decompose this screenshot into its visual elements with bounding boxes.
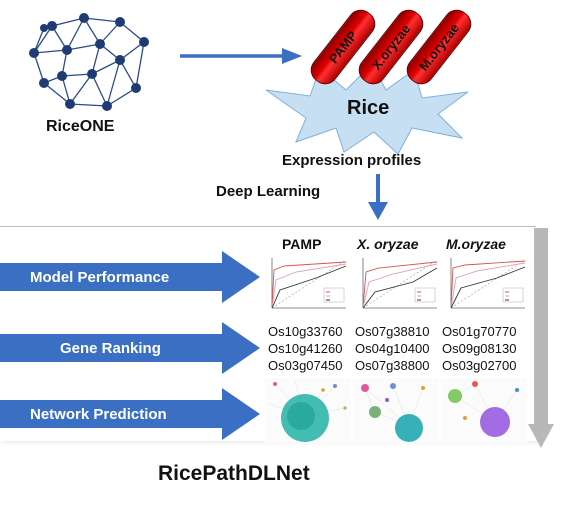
- network-prediction-label: Network Prediction: [30, 406, 167, 423]
- gene-item: Os10g41260: [268, 341, 343, 356]
- gene-list-pamp: Os10g33760 Os10g41260 Os03g07450: [268, 323, 342, 374]
- rice-label: Rice: [347, 97, 390, 119]
- network-image-moryzae: [441, 378, 527, 444]
- network-prediction-arrow: [0, 388, 260, 440]
- roc-plot-pamp: [266, 256, 350, 318]
- gene-item: Os07g38810: [355, 324, 430, 339]
- gene-item: Os03g02700: [442, 358, 517, 373]
- riceone-label: RiceONE: [46, 118, 115, 135]
- gene-item: Os04g10400: [355, 341, 430, 356]
- deep-learning-label: Deep Learning: [216, 183, 321, 200]
- gene-item: Os07g38800: [355, 358, 430, 373]
- deep-learning-arrow: [368, 174, 388, 220]
- riceone-to-rice-arrow: [180, 48, 302, 64]
- gene-list-xoryzae: Os07g38810 Os04g10400 Os07g38800: [355, 323, 429, 374]
- column-header-moryzae: M.oryzae: [446, 236, 506, 252]
- gene-item: Os09g08130: [442, 341, 517, 356]
- gene-ranking-arrow: [0, 322, 260, 374]
- expression-profiles-label: Expression profiles: [282, 152, 422, 169]
- gene-list-moryzae: Os01g70770 Os09g08130 Os03g02700: [442, 323, 516, 374]
- gene-item: Os10g33760: [268, 324, 343, 339]
- gene-item: Os01g70770: [442, 324, 517, 339]
- rice-burst-shape: [265, 63, 469, 155]
- network-image-xoryzae: [353, 378, 439, 444]
- footer-title: RicePathDLNet: [158, 462, 310, 485]
- model-performance-label: Model Performance: [30, 269, 170, 286]
- panel-shadow-arrow: [528, 228, 554, 448]
- gene-item: Os03g07450: [268, 358, 343, 373]
- roc-plot-moryzae: [445, 256, 529, 318]
- riceone-network-icon: [29, 13, 149, 111]
- column-header-xoryzae: X. oryzae: [357, 236, 419, 252]
- gene-ranking-label: Gene Ranking: [60, 340, 161, 357]
- results-panel: [0, 226, 536, 441]
- network-image-pamp: [265, 378, 351, 444]
- roc-plot-xoryzae: [357, 256, 441, 318]
- column-header-pamp: PAMP: [282, 236, 322, 252]
- model-performance-arrow: [0, 251, 260, 303]
